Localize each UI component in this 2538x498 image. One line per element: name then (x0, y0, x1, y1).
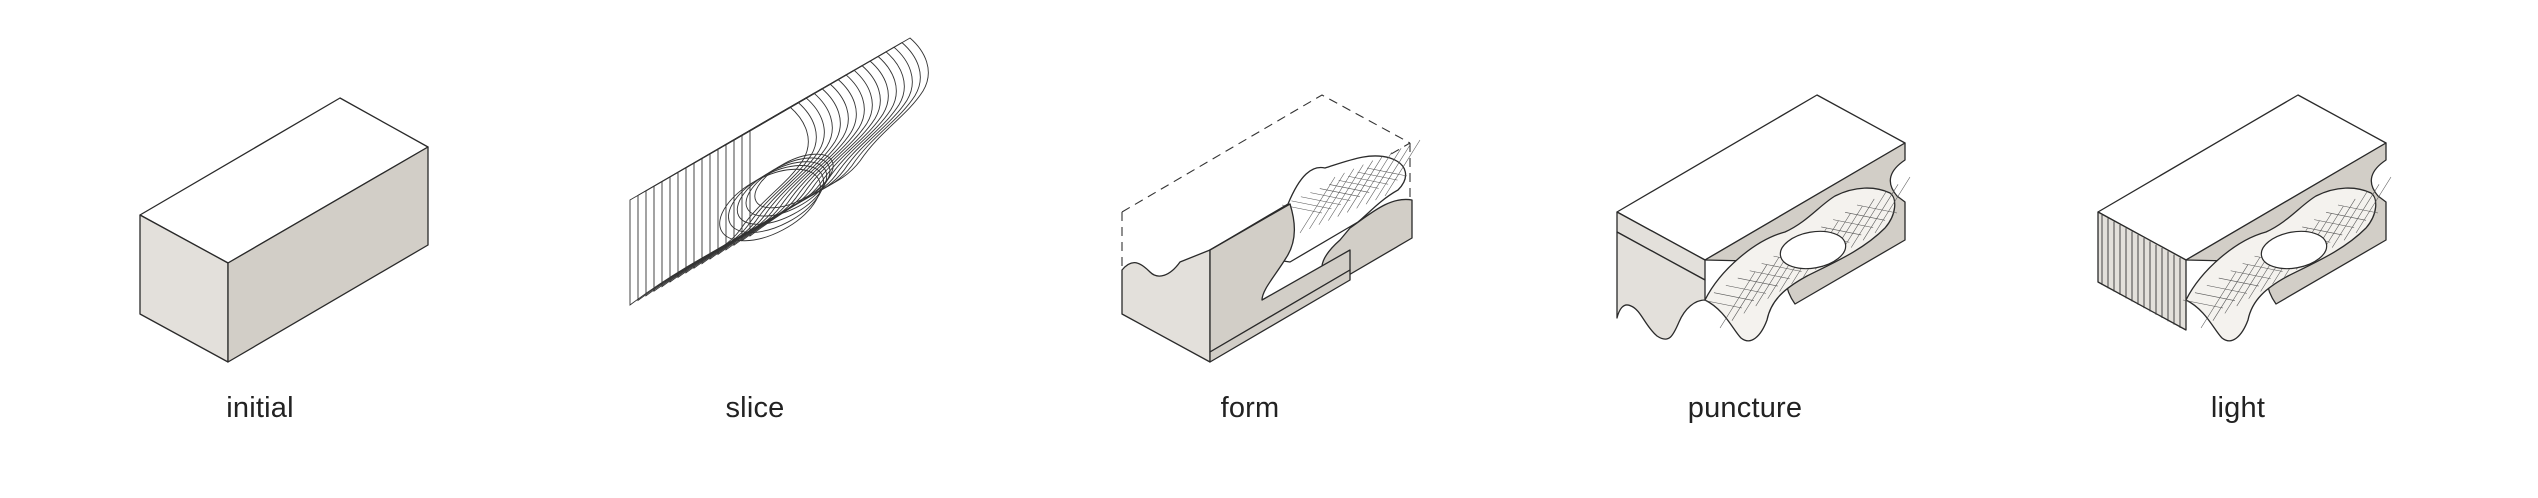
mesh-edge (1329, 184, 1370, 193)
mesh-edge (1850, 191, 1887, 248)
mesh-edge (1713, 292, 1754, 301)
mesh-edge (1346, 156, 1383, 213)
slice-contour (733, 46, 913, 247)
mesh-edge (1845, 212, 1886, 221)
stage-initial: initial (60, 0, 560, 498)
stage-form: form (1050, 0, 1550, 498)
mesh-edge (1761, 263, 1802, 272)
mesh-edge (1737, 277, 1778, 287)
slice-contour (645, 97, 825, 297)
mesh-edge (2326, 212, 2367, 221)
slice-contour (701, 65, 881, 265)
mesh-edge (1319, 188, 1360, 197)
slice-contour (661, 88, 841, 288)
mesh-edge (1318, 168, 1355, 225)
mesh-edge (1310, 192, 1351, 201)
mesh-edge (1300, 196, 1341, 206)
stage-label-puncture: puncture (1687, 392, 1803, 424)
mesh-edge (2343, 184, 2380, 241)
mesh-edge (1291, 200, 1332, 210)
mesh-edge (2224, 257, 2261, 314)
mesh-edge (2331, 191, 2368, 248)
mesh-edge (1365, 148, 1402, 205)
mesh-edge (1821, 226, 1862, 236)
stage-puncture: puncture (1545, 0, 2045, 498)
slice-contour (669, 83, 849, 283)
stage-label-form: form (1220, 392, 1280, 424)
mesh-edge (1701, 299, 1743, 309)
stage-label-initial: initial (226, 392, 294, 424)
mesh-edge (2182, 299, 2224, 309)
mesh-edge (2230, 270, 2271, 280)
slice-contour (717, 55, 897, 256)
slice-contour (637, 101, 817, 302)
mesh-edge (2314, 219, 2355, 228)
stage-label-slice: slice (725, 392, 785, 424)
punctured-block-icon (1616, 94, 1911, 342)
mesh-edge (2302, 226, 2343, 236)
mesh-edge (2337, 204, 2379, 214)
mesh-edge (2355, 176, 2392, 234)
mesh-edge (1833, 219, 1874, 228)
stage-label-light: light (2210, 392, 2266, 424)
mesh-edge (1309, 172, 1345, 230)
slice-contour (693, 69, 873, 270)
sliced-contours-icon (629, 37, 929, 306)
slice-contour (741, 42, 921, 242)
stage-light: light (2038, 0, 2538, 498)
mesh-edge (1337, 160, 1374, 217)
mesh-edge (1299, 176, 1336, 234)
mesh-edge (2242, 263, 2283, 272)
mesh-edge (1375, 143, 1411, 201)
mesh-edge (1719, 271, 1756, 329)
mesh-edge (2212, 264, 2249, 321)
mesh-edge (1357, 171, 1398, 181)
slice-contour (749, 37, 929, 237)
mesh-edge (1749, 270, 1790, 280)
solid-block-icon (139, 97, 429, 363)
stage-slice: slice (555, 0, 1055, 498)
mesh-edge (1384, 139, 1421, 197)
light-slots-block-icon (2097, 94, 2392, 342)
mesh-edge (1731, 264, 1768, 321)
mesh-edge (2218, 277, 2259, 287)
mesh-edge (1366, 167, 1408, 177)
slice-contour (677, 78, 857, 279)
mesh-edge (1328, 164, 1364, 221)
mesh-edge (1356, 152, 1392, 209)
mesh-edge (2200, 271, 2237, 329)
slice-contour (725, 51, 905, 251)
mesh-edge (1856, 204, 1898, 214)
mesh-edge (1862, 184, 1899, 241)
slice-hollow-contour (728, 165, 824, 233)
carved-form-icon (1121, 94, 1421, 363)
mesh-edge (1874, 176, 1911, 234)
mesh-edge (1743, 257, 1780, 314)
slice-contour (685, 74, 865, 274)
mesh-edge (1348, 175, 1389, 185)
mesh-edge (1338, 180, 1379, 189)
slice-hollow-contour (754, 153, 834, 209)
slice-contour (653, 92, 833, 293)
mesh-edge (1725, 285, 1766, 294)
mesh-edge (2206, 285, 2247, 294)
slice-contour (629, 106, 809, 306)
mesh-edge (2194, 292, 2235, 301)
